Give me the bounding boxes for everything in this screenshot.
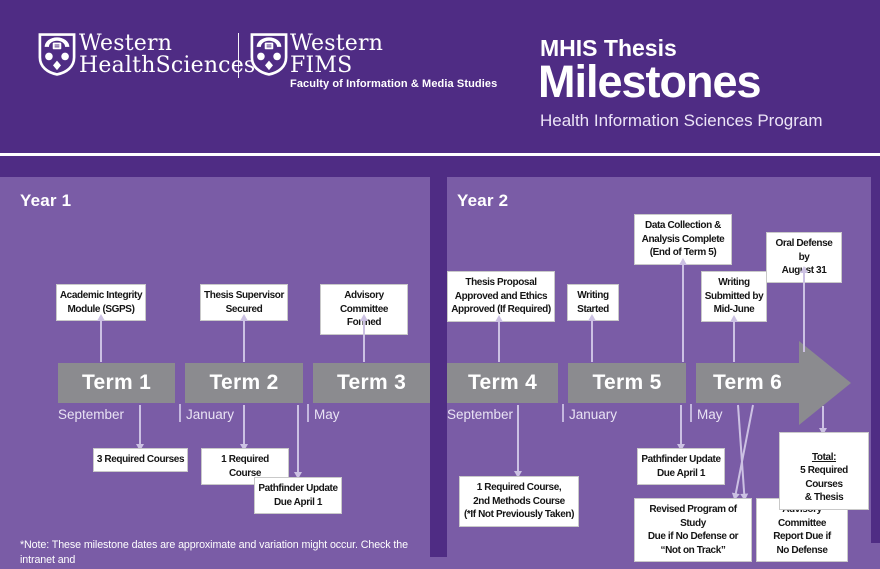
right-edge-strip <box>871 177 880 543</box>
arrow-up <box>239 314 248 362</box>
milestone-academic-integrity: Academic Integrity Module (SGPS) <box>56 284 146 321</box>
year1-label: Year 1 <box>20 191 72 210</box>
milestone-data-collection: Data Collection & Analysis Complete (End… <box>634 214 732 265</box>
milestone-1-required-2nd-methods: 1 Required Course, 2nd Methods Course (*… <box>459 476 579 527</box>
footnote: *Note: These milestone dates are approxi… <box>20 539 408 567</box>
header-band: Western HealthSciences Western FIMS Facu… <box>0 0 880 177</box>
panel-divider-strip <box>430 177 447 557</box>
year1-month-may: May <box>314 407 340 422</box>
year2-month-september: September <box>447 407 514 422</box>
milestone-total-summary: Total: 5 Required Courses & Thesis <box>779 432 869 510</box>
term3-bar: Term 3 <box>313 363 430 403</box>
term1-bar: Term 1 <box>58 363 175 403</box>
total-body: 5 Required Courses & Thesis <box>800 465 848 503</box>
term-tick <box>562 404 564 422</box>
logo-fims-line1: Western <box>290 31 384 56</box>
term5-bar: Term 5 <box>568 363 686 403</box>
milestone-writing-submitted: Writing Submitted by Mid-June <box>701 271 767 322</box>
timeline-arrowhead <box>799 341 851 425</box>
term-tick <box>307 404 309 422</box>
term-tick <box>179 404 181 422</box>
logo-fims-line2: FIMS <box>290 53 353 78</box>
logo-healthsciences-line1: Western <box>79 31 173 56</box>
logo-healthsciences-line2: HealthSciences <box>79 53 256 78</box>
milestone-pathfinder-update-y1: Pathfinder Update Due April 1 <box>254 477 342 514</box>
milestone-pathfinder-update-y2: Pathfinder Update Due April 1 <box>637 448 725 485</box>
arrow-down <box>293 405 302 479</box>
milestone-revised-program: Revised Program of Study Due if No Defen… <box>634 498 752 562</box>
title-subtitle: Health Information Sciences Program <box>540 111 823 130</box>
year2-label: Year 2 <box>457 191 509 210</box>
logo-divider <box>238 33 239 78</box>
western-crest-icon <box>250 33 288 76</box>
term2-bar: Term 2 <box>185 363 303 403</box>
western-crest-icon <box>38 33 76 76</box>
arrow-down <box>513 405 522 478</box>
term-tick <box>690 404 692 422</box>
milestone-1-required-course: 1 Required Course <box>201 448 289 485</box>
term4-bar: Term 4 <box>447 363 558 403</box>
logo-fims-wordmark: Western FIMS <box>290 33 383 77</box>
arrow-down <box>239 405 248 451</box>
arrow-down <box>818 406 827 435</box>
logo-fims-faculty-line: Faculty of Information & Media Studies <box>290 78 498 90</box>
milestone-3-required-courses: 3 Required Courses <box>93 448 188 472</box>
arrow-up <box>587 314 596 362</box>
year2-month-january: January <box>569 407 618 422</box>
arrow-up <box>359 314 368 362</box>
year2-month-may: May <box>697 407 723 422</box>
arrow-up <box>96 314 105 362</box>
milestone-thesis-proposal: Thesis Proposal Approved and Ethics Appr… <box>447 271 555 322</box>
arrow-down <box>135 405 144 451</box>
year1-month-september: September <box>58 407 125 422</box>
arrow-up <box>729 315 738 362</box>
total-title: Total: <box>811 451 837 463</box>
arrow-up <box>494 315 503 362</box>
arrow-up <box>799 266 808 352</box>
arrow-up <box>678 258 687 362</box>
logo-healthsciences-wordmark: Western HealthSciences <box>79 33 255 77</box>
term6-bar: Term 6 <box>696 363 799 403</box>
arrow-down <box>676 405 685 451</box>
year1-month-january: January <box>186 407 235 422</box>
header-rule <box>0 153 880 156</box>
title-kicker: MHIS Thesis <box>540 35 677 61</box>
page-title: Milestones <box>538 56 762 107</box>
